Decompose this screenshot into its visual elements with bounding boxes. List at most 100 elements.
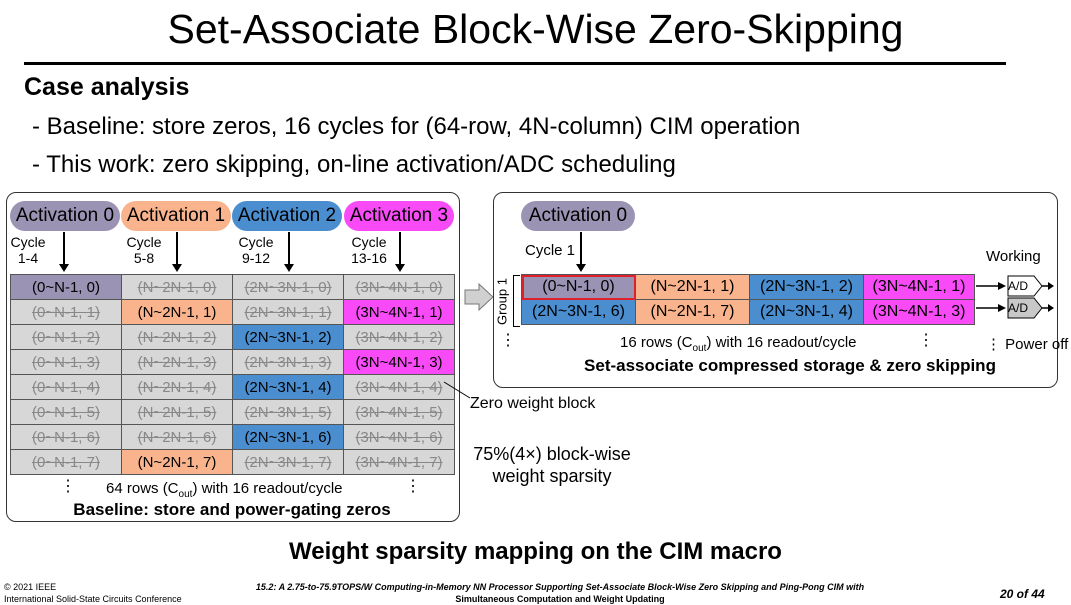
weight-block: (N~2N-1, 1) <box>635 274 750 300</box>
figure-caption: Weight sparsity mapping on the CIM macro <box>289 538 782 565</box>
down-arrow-head-icon <box>59 264 69 272</box>
weight-block: (2N~3N-1, 2) <box>749 274 864 300</box>
zero-weight-block: (2N~3N-1, 0) <box>232 274 344 300</box>
zero-block-leader-line <box>443 381 471 399</box>
weight-block: (N~2N-1, 7) <box>121 449 233 475</box>
weight-block: (2N~3N-1, 6) <box>232 424 344 450</box>
footer-conference: International Solid-State Circuits Confe… <box>4 594 182 604</box>
work-rows-note: 16 rows (Cout) with 16 readout/cycle <box>620 334 857 354</box>
zero-weight-block: (2N~3N-1, 5) <box>232 399 344 425</box>
down-arrow-head-icon <box>172 264 182 272</box>
adc-column <box>976 275 1054 319</box>
group-bracket <box>513 275 520 327</box>
baseline-grid-row: (0~N-1, 0)(N~2N-1, 0)(2N~3N-1, 0)(3N~4N-… <box>10 274 455 300</box>
weight-block: (2N~3N-1, 4) <box>232 374 344 400</box>
slide-title: Set-Associate Block-Wise Zero-Skipping <box>167 6 904 52</box>
work-activation-0-pill: Activation 0 <box>521 201 635 231</box>
baseline-weight-grid: (0~N-1, 0)(N~2N-1, 0)(2N~3N-1, 0)(3N~4N-… <box>10 274 455 475</box>
zero-weight-block: (3N~4N-1, 6) <box>343 424 455 450</box>
down-arrow-icon <box>288 232 290 265</box>
baseline-grid-row: (0~N-1, 2)(N~2N-1, 2)(2N~3N-1, 2)(3N~4N-… <box>10 324 455 350</box>
zero-weight-block: (0~N-1, 3) <box>10 349 122 375</box>
work-dots-left: ⋮ <box>500 332 516 349</box>
baseline-rows-note: 64 rows (Cout) with 16 readout/cycle <box>106 480 343 500</box>
zero-weight-block: (N~2N-1, 5) <box>121 399 233 425</box>
zero-weight-block: (N~2N-1, 6) <box>121 424 233 450</box>
activation-2-pill: Activation 2 <box>232 201 342 231</box>
weight-block: (2N~3N-1, 4) <box>749 299 864 325</box>
baseline-grid-row: (0~N-1, 4)(N~2N-1, 4)(2N~3N-1, 4)(3N~4N-… <box>10 374 455 400</box>
this-work-caption: Set-associate compressed storage & zero … <box>584 356 996 375</box>
weight-block: (3N~4N-1, 3) <box>343 349 455 375</box>
baseline-grid-row: (0~N-1, 1)(N~2N-1, 1)(2N~3N-1, 1)(3N~4N-… <box>10 299 455 325</box>
zero-weight-block: (2N~3N-1, 3) <box>232 349 344 375</box>
weight-block: (N~2N-1, 7) <box>635 299 750 325</box>
zero-weight-block: (2N~3N-1, 7) <box>232 449 344 475</box>
weight-block: (3N~4N-1, 1) <box>863 274 975 300</box>
zero-weight-block: (3N~4N-1, 5) <box>343 399 455 425</box>
zero-weight-block: (2N~3N-1, 1) <box>232 299 344 325</box>
baseline-grid-row: (0~N-1, 5)(N~2N-1, 5)(2N~3N-1, 5)(3N~4N-… <box>10 399 455 425</box>
weight-block: (2N~3N-1, 6) <box>521 299 636 325</box>
baseline-grid-row: (0~N-1, 7)(N~2N-1, 7)(2N~3N-1, 7)(3N~4N-… <box>10 449 455 475</box>
compressed-weight-grid: (0~N-1, 0)(N~2N-1, 1)(2N~3N-1, 2)(3N~4N-… <box>521 274 975 325</box>
weight-block: (0~N-1, 0) <box>10 274 122 300</box>
activation-1-pill: Activation 1 <box>121 201 231 231</box>
section-heading: Case analysis <box>24 73 190 101</box>
zero-weight-block: (0~N-1, 7) <box>10 449 122 475</box>
zero-weight-block: (N~2N-1, 2) <box>121 324 233 350</box>
zero-weight-block: (0~N-1, 5) <box>10 399 122 425</box>
footer-copyright: © 2021 IEEE <box>4 582 57 592</box>
baseline-grid-row: (0~N-1, 3)(N~2N-1, 3)(2N~3N-1, 3)(3N~4N-… <box>10 349 455 375</box>
mapping-arrow-icon <box>464 282 494 312</box>
compressed-grid-row: (0~N-1, 0)(N~2N-1, 1)(2N~3N-1, 2)(3N~4N-… <box>521 274 975 300</box>
weight-block: (2N~3N-1, 2) <box>232 324 344 350</box>
working-label: Working <box>986 248 1041 265</box>
bullet-baseline: - Baseline: store zeros, 16 cycles for (… <box>32 113 801 140</box>
down-arrow-icon <box>399 232 401 265</box>
baseline-caption: Baseline: store and power-gating zeros <box>73 500 391 519</box>
weight-block: (3N~4N-1, 3) <box>863 299 975 325</box>
baseline-dots-left: ⋮ <box>60 478 76 495</box>
adc-label-working: A/D <box>1007 279 1028 293</box>
zero-weight-block: (3N~4N-1, 7) <box>343 449 455 475</box>
down-arrow-icon <box>176 232 178 265</box>
down-arrow-head-icon <box>395 264 405 272</box>
baseline-grid-row: (0~N-1, 6)(N~2N-1, 6)(2N~3N-1, 6)(3N~4N-… <box>10 424 455 450</box>
down-arrow-head-icon <box>284 264 294 272</box>
active-weight-block: (0~N-1, 0) <box>521 274 636 300</box>
adc-triangle-icon <box>1007 297 1043 319</box>
down-arrow-icon <box>580 232 582 265</box>
zero-weight-block: (N~2N-1, 4) <box>121 374 233 400</box>
zero-weight-block: (0~N-1, 2) <box>10 324 122 350</box>
title-rule <box>24 62 1006 65</box>
activation-3-pill: Activation 3 <box>344 201 454 231</box>
zero-weight-block: (0~N-1, 1) <box>10 299 122 325</box>
bullet-this-work: - This work: zero skipping, on-line acti… <box>32 151 676 178</box>
adc-label-off: A/D <box>1007 301 1028 315</box>
work-dots-right: ⋮ <box>918 332 934 349</box>
weight-block: (N~2N-1, 1) <box>121 299 233 325</box>
group-1-label: Group 1 <box>494 278 510 325</box>
zero-weight-block: (3N~4N-1, 0) <box>343 274 455 300</box>
compressed-grid-row: (2N~3N-1, 6)(N~2N-1, 7)(2N~3N-1, 4)(3N~4… <box>521 299 975 325</box>
footer-paper-line-1: 15.2: A 2.75-to-75.9TOPS/W Computing-in-… <box>255 582 865 592</box>
zero-weight-block: (3N~4N-1, 2) <box>343 324 455 350</box>
work-cycle-label: Cycle 1 <box>524 242 576 259</box>
zero-weight-block: (N~2N-1, 3) <box>121 349 233 375</box>
down-arrow-head-icon <box>576 264 586 272</box>
power-off-label: ⋮ Power off <box>986 336 1069 353</box>
zero-weight-block-label: Zero weight block <box>470 395 596 412</box>
zero-weight-block: (3N~4N-1, 4) <box>343 374 455 400</box>
adc-triangle-icon <box>1007 275 1043 297</box>
zero-weight-block: (0~N-1, 4) <box>10 374 122 400</box>
footer-paper-line-2: Simultaneous Computation and Weight Upda… <box>455 594 665 604</box>
activation-0-pill: Activation 0 <box>10 201 120 231</box>
footer-page-number: 20 of 44 <box>1000 587 1045 601</box>
weight-block: (3N~4N-1, 1) <box>343 299 455 325</box>
